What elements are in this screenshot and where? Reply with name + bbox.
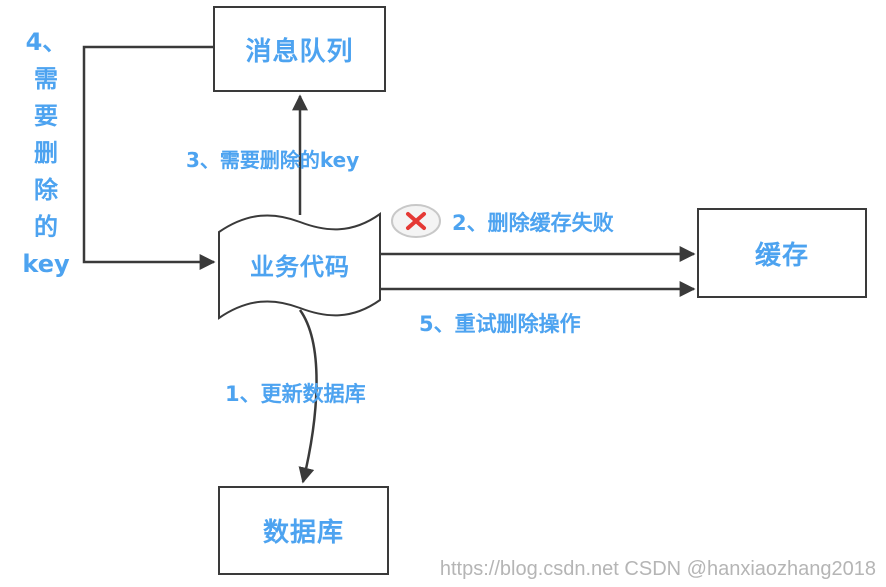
edge-step3-label: 3、需要删除的key [186, 148, 360, 172]
x-mark-icon [391, 204, 441, 238]
edge-step2-label: 2、删除缓存失败 [452, 211, 614, 235]
edge-step4-line: 的 [34, 213, 58, 241]
edge-step4-line: 需 [34, 65, 58, 93]
edge-step4-line: key [22, 250, 70, 278]
edge-step4-line: 4、 [25, 28, 67, 56]
business-code-shape [218, 212, 381, 320]
edge-step1-label: 1、更新数据库 [225, 382, 366, 406]
message-queue-node: 消息队列 [213, 6, 386, 92]
business-code-node: 业务代码 [222, 244, 378, 284]
edge-step5-label: 5、重试删除操作 [419, 312, 581, 336]
cache-label: 缓存 [754, 240, 809, 271]
cache-node: 缓存 [697, 208, 867, 298]
edge-step4-line: 除 [34, 176, 58, 204]
edge-step4-line: 删 [34, 139, 58, 167]
edge-step4-arrow [82, 45, 216, 270]
database-node: 数据库 [218, 486, 389, 575]
edge-step4-line: 要 [34, 102, 58, 130]
edge-step1-arrow [298, 309, 318, 484]
database-label: 数据库 [262, 518, 344, 548]
watermark: https://blog.csdn.net CSDN @hanxiaozhang… [439, 558, 876, 580]
edge-step4-label: 4、 需 要 删 除 的 key [14, 24, 78, 283]
business-code-label: 业务代码 [250, 252, 350, 281]
message-queue-label: 消息队列 [245, 36, 354, 67]
